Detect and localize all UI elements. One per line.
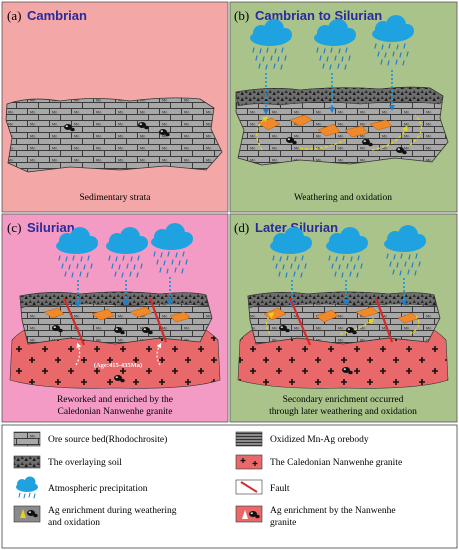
- panel-c: (c) Silurian: [1, 213, 229, 423]
- legend-item-granite-enrichment-line1: Ag enrichment by the Nanwenhe: [270, 506, 396, 516]
- panel-b-caption: Weathering and oxidation: [294, 193, 392, 203]
- panel-c-tag: (c): [7, 220, 21, 235]
- legend-item-weathering-enrichment-line2: and oxidation: [48, 518, 100, 528]
- fault-lines: [288, 297, 394, 346]
- panel-d-tag: (d): [234, 220, 249, 235]
- fault-lines: [62, 297, 168, 346]
- legend-item-granite-enrichment-line2: granite: [270, 518, 296, 528]
- granite-age-label: (Age:415-435Ma): [94, 362, 142, 369]
- overlaying-soil-layer: [247, 291, 437, 309]
- legend-item-granite: The Caledonian Nanwenhe granite: [270, 458, 402, 468]
- granite-enrichment-icon: [235, 505, 263, 523]
- panel-d: (d) Later Silurian: [229, 213, 458, 423]
- legend-item-oxidized-orebody: Oxidized Mn-Ag orebody: [270, 435, 369, 445]
- legend-item-overlaying-soil: The overlaying soil: [48, 458, 122, 468]
- legend: Ore source bed(Rhodochrosite) Oxidized M…: [1, 424, 458, 549]
- weathering-enrichment-icon: [13, 505, 41, 523]
- panel-b-title: Cambrian to Silurian: [255, 8, 382, 23]
- panel-c-title: Silurian: [27, 220, 75, 235]
- oxidized-ore-lenses: [257, 114, 393, 138]
- panel-a-caption: Sedimentary strata: [80, 193, 152, 203]
- panel-a-title: Cambrian: [27, 8, 87, 23]
- legend-item-fault: Fault: [270, 484, 290, 494]
- panel-a-tag: (a): [7, 8, 21, 23]
- granite-icon: [235, 454, 263, 470]
- precipitation-icon: [16, 476, 38, 499]
- legend-item-precipitation: Atmospheric precipitation: [48, 484, 148, 494]
- panel-b: (b) Cambrian to Silurian: [229, 1, 458, 213]
- legend-item-ore-source-bed: Ore source bed(Rhodochrosite): [48, 434, 167, 445]
- panel-d-caption-line1: Secondary enrichment occurred: [283, 395, 404, 405]
- panel-c-caption-line1: Reworked and enriched by the: [57, 395, 173, 405]
- ore-source-bed-icon: [13, 431, 41, 447]
- oxidized-ore-lenses: [43, 306, 191, 323]
- fault-icon: [235, 479, 263, 495]
- sedimentary-strata-body: [5, 97, 223, 173]
- oxidized-orebody-icon: [235, 431, 263, 447]
- panel-b-tag: (b): [234, 8, 249, 23]
- panel-a: (a) Cambrian Sedimentary strata: [1, 1, 229, 213]
- panel-c-caption-line2: Caledonian Nanwenhe granite: [57, 407, 172, 417]
- legend-box: [1, 424, 458, 549]
- overlaying-soil-icon: [13, 455, 41, 469]
- panel-d-caption-line2: through later weathering and oxidation: [269, 407, 417, 417]
- legend-item-weathering-enrichment-line1: Ag enrichment during weathering: [48, 506, 177, 516]
